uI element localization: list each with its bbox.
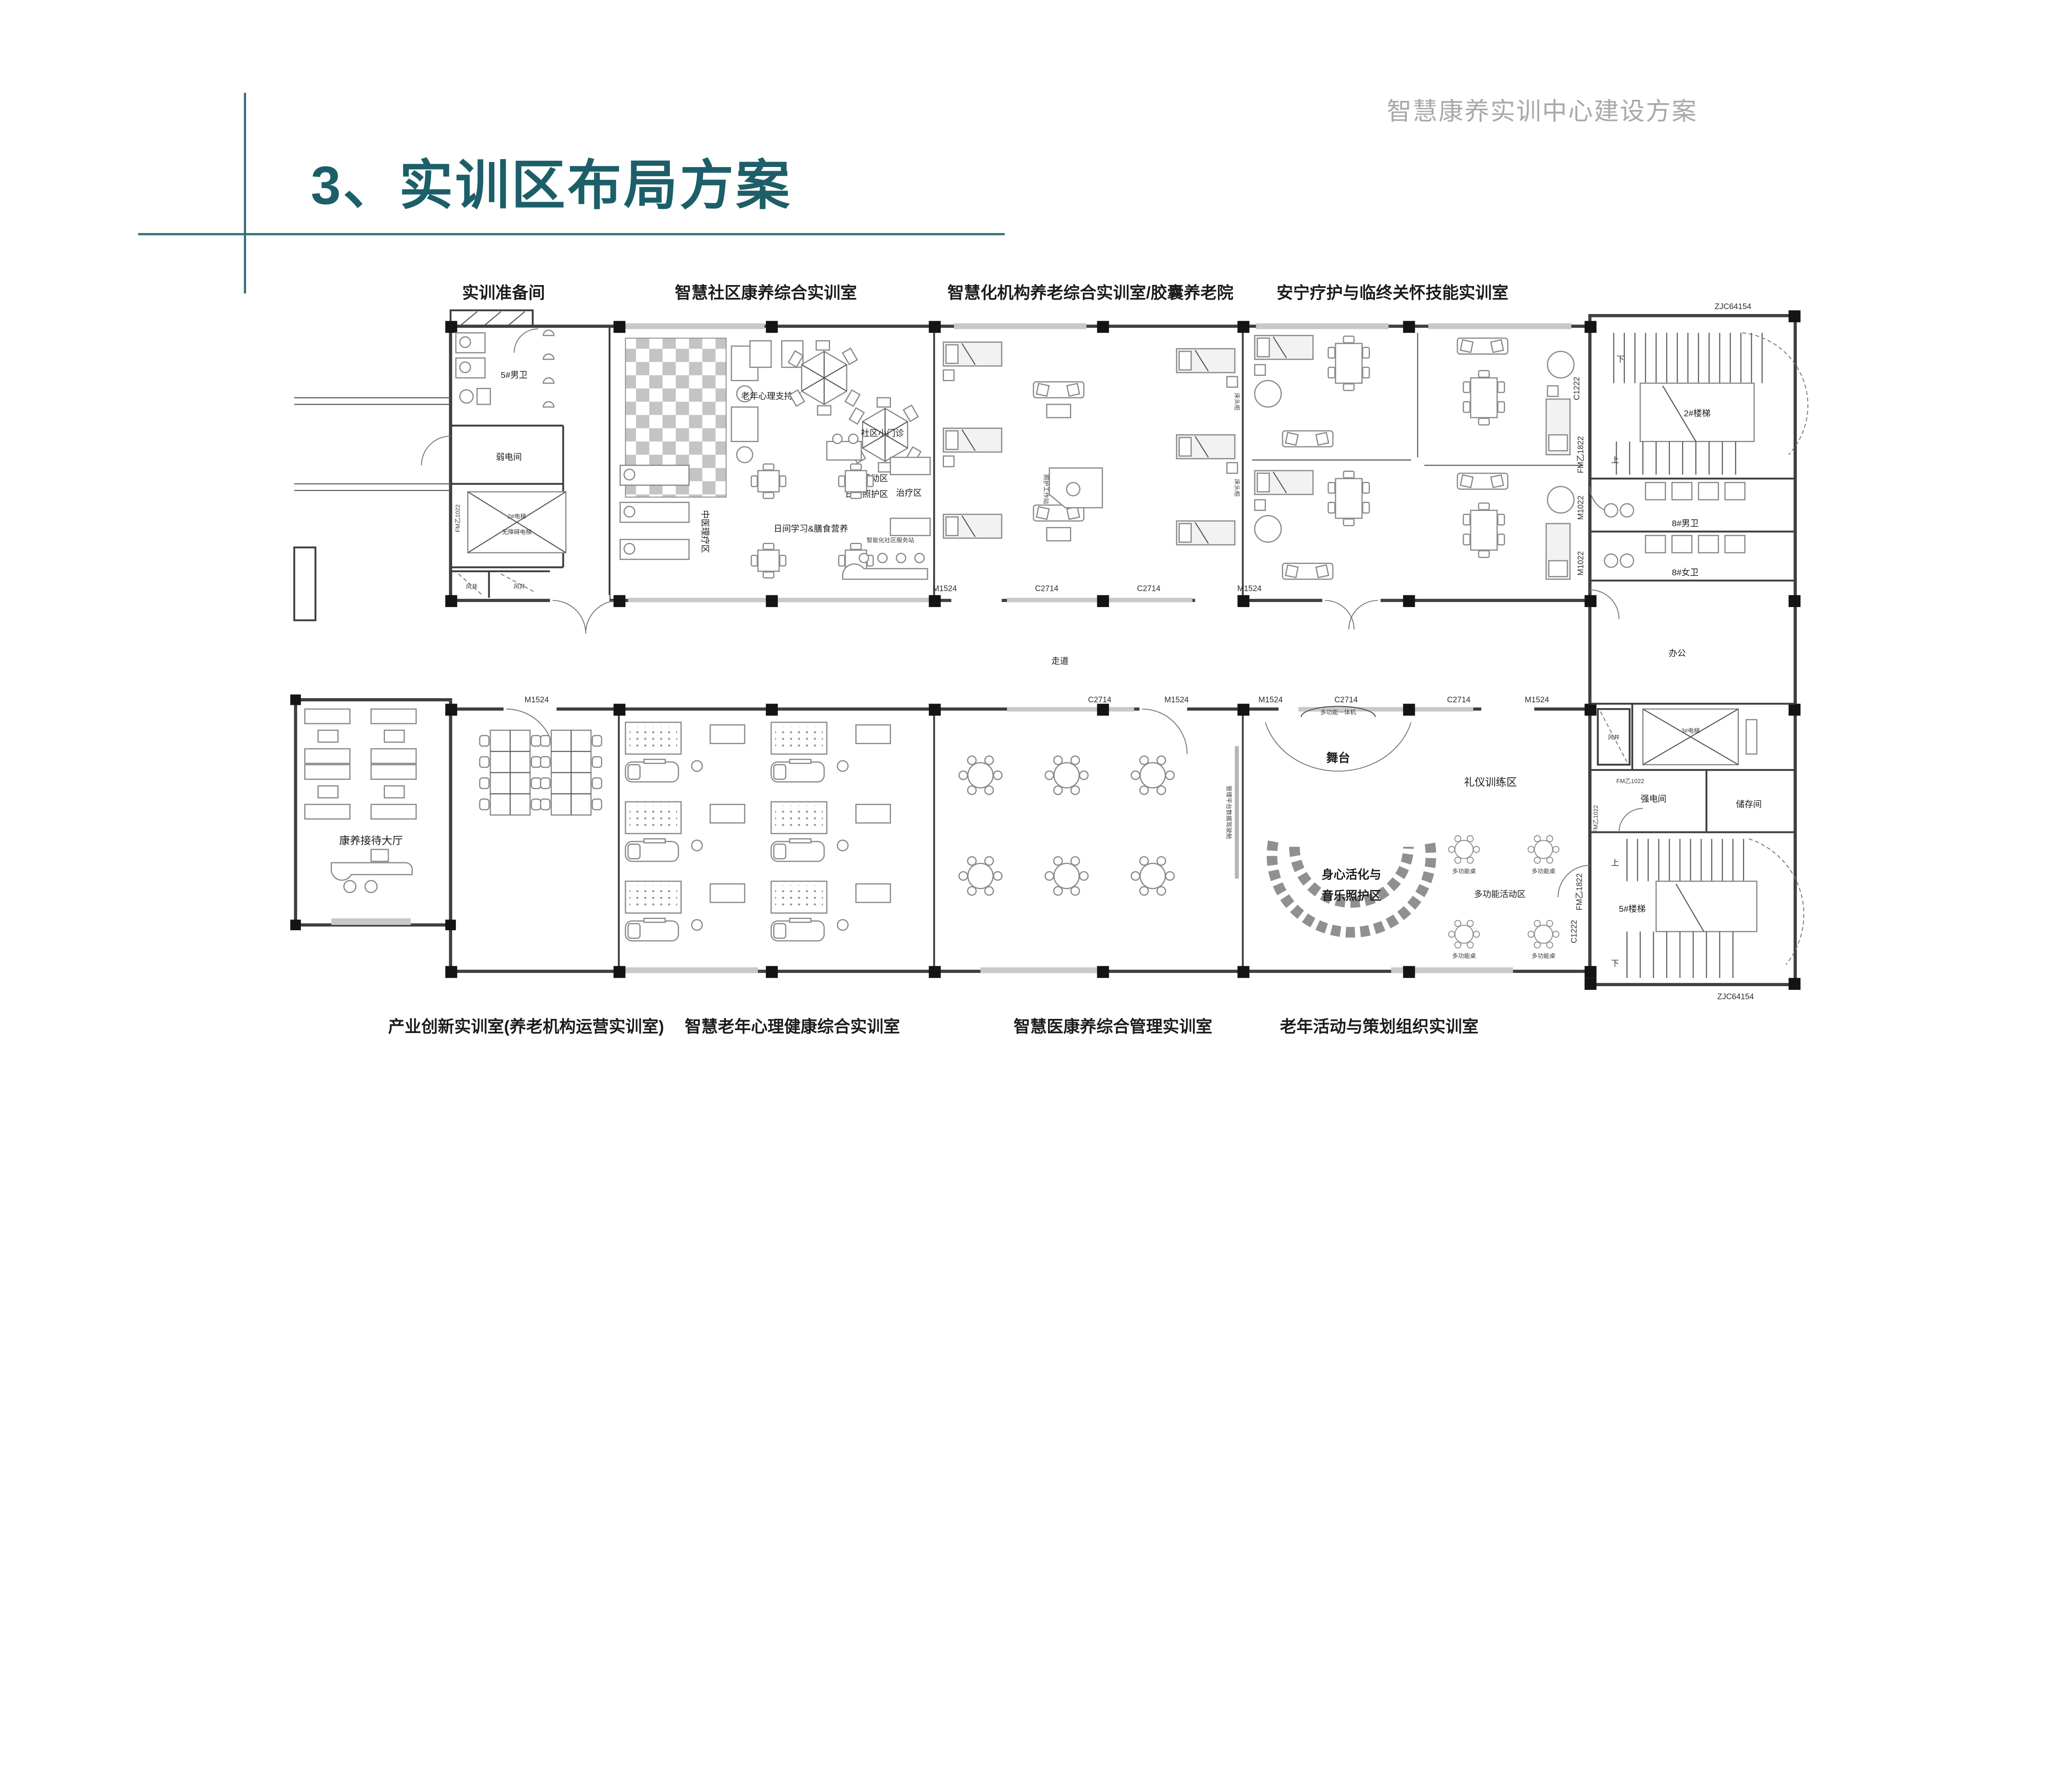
- community-treatment-label: 治疗区: [896, 489, 922, 498]
- reception-hall-label: 康养接待大厅: [339, 835, 403, 847]
- community-station-label: 智能化社区服务站: [867, 537, 914, 544]
- code-m1022-1: M1022: [1577, 496, 1585, 520]
- code-c2714-t1: C2714: [1035, 585, 1059, 593]
- label-hospice-room: 安宁疗护与临终关怀技能实训室: [1277, 284, 1508, 302]
- code-c2714-b1: C2714: [1088, 696, 1111, 704]
- code-c2714-b3: C2714: [1447, 696, 1471, 704]
- tower-stair5-up: 上: [1611, 858, 1619, 867]
- tower-office-label: 办公: [1669, 648, 1686, 658]
- label-community-room: 智慧社区康养综合实训室: [675, 284, 857, 302]
- code-m1524-t2: M1524: [1237, 585, 1262, 593]
- code-m1524-b2: M1524: [1164, 696, 1189, 704]
- floor-plan: 实训准备间 智慧社区康养综合实训室 智慧化机构养老综合实训室/胶囊养老院 安宁疗…: [289, 272, 1811, 1040]
- community-clinic-label: 社区小门诊: [861, 429, 904, 438]
- code-c1222-bottom: C1222: [1570, 920, 1579, 943]
- tower-stair2-up: 上: [1611, 456, 1619, 465]
- tower-elevator3-label: 3#电梯: [1681, 728, 1700, 735]
- room-management: 管理平台数据驾驶舱: [958, 746, 1239, 896]
- tower-men-label: 8#男卫: [1672, 519, 1699, 528]
- prep-elevator-label2: 无障碍电梯: [502, 528, 532, 536]
- room-labels-top: 实训准备间 智慧社区康养综合实训室 智慧化机构养老综合实训室/胶囊养老院 安宁疗…: [462, 284, 1508, 302]
- label-management-room: 智慧医康养综合管理实训室: [1014, 1018, 1212, 1036]
- activity-zone-label2: 音乐照护区: [1322, 889, 1381, 903]
- prep-elevator-label1: 2#电梯: [508, 513, 526, 520]
- label-prep-room: 实训准备间: [462, 284, 545, 302]
- community-learning-label: 日间学习&膳食营养: [774, 524, 848, 534]
- structural-columns: [290, 310, 1801, 990]
- slide: 智慧康养实训中心建设方案 3、实训区布局方案: [138, 92, 1811, 1040]
- prep-shaft1-label: 风井: [466, 583, 478, 590]
- label-activity-room: 老年活动与策划组织实训室: [1280, 1018, 1479, 1036]
- activity-table-label2: 多功能桌: [1532, 868, 1556, 875]
- agency-workstation-label: 照护工作站: [1042, 474, 1049, 504]
- management-cockpit-label: 管理平台数据驾驶舱: [1225, 786, 1232, 839]
- tower: 2#楼梯 下 上 ZJC64154 C1222 FM乙1822 8#男卫 8#女…: [1557, 302, 1808, 1001]
- room-labels-bottom: 产业创新实训室(养老机构运营实训室) 智慧老年心理健康综合实训室 智慧医康养综合…: [388, 1018, 1479, 1036]
- activity-etiquette-label: 礼仪训练区: [1464, 777, 1517, 789]
- activity-table-label4: 多功能桌: [1532, 953, 1556, 960]
- floor-plan-svg: 实训准备间 智慧社区康养综合实训室 智慧化机构养老综合实训室/胶囊养老院 安宁疗…: [290, 284, 1808, 1036]
- label-industry-room: 产业创新实训室(养老机构运营实训室): [388, 1018, 664, 1036]
- room-industry: [479, 729, 603, 816]
- activity-stage-label: 舞台: [1326, 751, 1350, 765]
- prep-weak-power-label: 弱电间: [496, 452, 522, 462]
- page-title: 3、实训区布局方案: [311, 155, 792, 216]
- room-agency: 床头柜 床头柜 照护工作站: [943, 341, 1240, 546]
- tower-strong-power-label: 强电间: [1641, 794, 1666, 804]
- code-c1222-top: C1222: [1573, 377, 1581, 400]
- tower-storage-label: 储存间: [1736, 800, 1762, 809]
- code-zjc-bottom: ZJC64154: [1717, 992, 1754, 1001]
- code-zjc-top: ZJC64154: [1715, 302, 1752, 311]
- code-m1524-b4: M1524: [1525, 696, 1549, 704]
- code-c2714-t2: C2714: [1137, 585, 1161, 593]
- prep-fire-door-label: FM乙1022: [455, 504, 462, 532]
- room-reception: 康养接待大厅: [304, 708, 417, 925]
- room-activity: 多功能一体机 舞台 身心活化与 音乐照护区 礼仪训练区 多功能桌 多功能桌 多功…: [1265, 706, 1560, 960]
- tower-stair5-label: 5#楼梯: [1619, 904, 1646, 914]
- activity-machine-label: 多功能一体机: [1320, 709, 1356, 716]
- prep-toilet-label: 5#男卫: [501, 370, 528, 380]
- corridor-label: 走道: [1051, 657, 1069, 666]
- code-m1524-b1: M1524: [525, 696, 549, 704]
- corridor-codes: M1524 C2714 C2714 M1524 M1524 C2714 M152…: [525, 585, 1549, 705]
- code-fm1822-top: FM乙1822: [1577, 436, 1585, 474]
- room-psych: [625, 721, 891, 942]
- room-hospice: [1252, 333, 1583, 580]
- agency-bedside-label-1: 床头柜: [1233, 393, 1240, 411]
- activity-table-label3: 多功能桌: [1452, 953, 1476, 960]
- horizontal-accent-line: [138, 233, 1005, 235]
- label-agency-room: 智慧化机构养老综合实训室/胶囊养老院: [947, 284, 1233, 302]
- room-community: 老年心理支持区 康体活动区 日间照护区 中医理疗区 日间学习&膳食营养 社区小门…: [620, 337, 931, 580]
- code-m1022-2: M1022: [1577, 551, 1585, 576]
- label-psych-room: 智慧老年心理健康综合实训室: [685, 1018, 900, 1036]
- prep-shaft2-label: 风井: [513, 583, 525, 590]
- code-m1524-b3: M1524: [1259, 696, 1283, 704]
- code-fm1822-bottom: FM乙1822: [1575, 873, 1584, 911]
- room-prep: 5#男卫 弱电间 FM乙1022 2#电梯 无障碍电梯 风井 风井: [421, 328, 566, 598]
- code-fm1022-h: FM乙1022: [1617, 778, 1644, 785]
- community-tcm-label: 中医理疗区: [700, 510, 710, 553]
- tower-stair2-label: 2#楼梯: [1684, 409, 1711, 418]
- activity-zone-label1: 身心活化与: [1322, 868, 1381, 881]
- code-c2714-b2: C2714: [1334, 696, 1358, 704]
- tower-stair2-down: 下: [1617, 356, 1624, 364]
- community-psych-label: 老年心理支持区: [741, 392, 801, 401]
- tower-women-label: 8#女卫: [1672, 568, 1699, 577]
- tower-shaft-label: 风井: [1608, 734, 1620, 741]
- code-m1524-t1: M1524: [932, 585, 957, 593]
- code-fm1022-v: FM乙1022: [1593, 805, 1600, 833]
- agency-bedside-label-2: 床头柜: [1233, 479, 1240, 497]
- vertical-accent-line: [244, 92, 246, 294]
- building-walls: 走道: [293, 309, 1797, 986]
- document-title: 智慧康养实训中心建设方案: [1387, 97, 1698, 126]
- activity-table-label1: 多功能桌: [1452, 868, 1476, 875]
- tower-stair5-down: 下: [1611, 959, 1619, 968]
- activity-multi-zone-label: 多功能活动区: [1474, 890, 1526, 899]
